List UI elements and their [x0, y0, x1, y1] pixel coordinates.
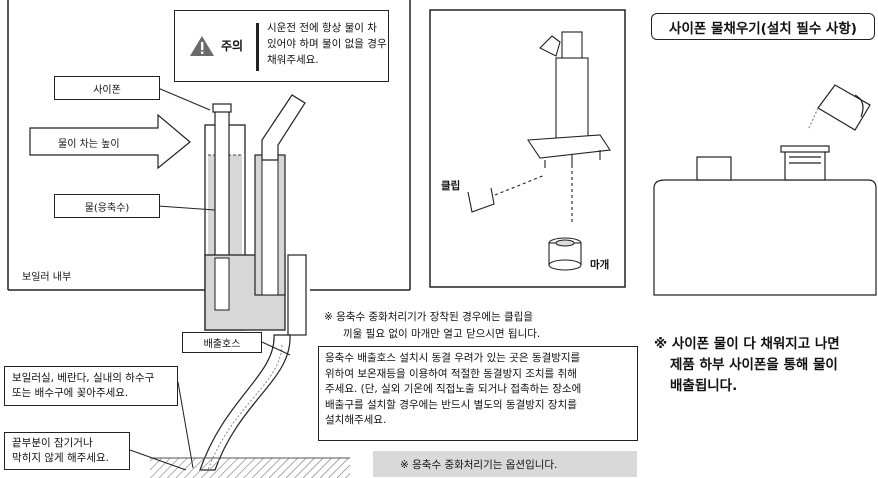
siphon-label: 사이폰 — [54, 76, 160, 100]
caution-divider — [256, 23, 259, 71]
neutralizer-note-line-2: 끼울 필요 없이 마개만 열고 닫으시면 됩니다. — [343, 328, 541, 340]
siphon-fill-note-line-3: 배출됩니다. — [670, 378, 738, 394]
boiler-top-figure — [653, 145, 877, 296]
antifreeze-line-5: 설치해주세요. — [325, 414, 387, 426]
drain-hose-label: 배출호스 — [182, 332, 262, 353]
water-level-label: 물이 차는 높이 — [58, 139, 120, 150]
end-note-line-2: 막히지 않게 해주세요. — [12, 452, 109, 464]
caution-box: 주의 시운전 전에 항상 물이 차 있어야 하며 물이 없을 경우 채워주세요. — [174, 10, 389, 82]
end-note-box: 끝부분이 잠기거나 막히지 않게 해주세요. — [4, 432, 130, 470]
caution-line-3: 채워주세요. — [267, 54, 319, 66]
siphon-fill-title: 사이폰 물채우기(설치 필수 사항) — [651, 13, 875, 40]
caution-line-2: 있어야 하며 물이 없을 경우 — [267, 38, 387, 50]
antifreeze-line-1: 응축수 배출호스 설치시 동결 우려가 있는 곳은 동결방지를 — [325, 352, 581, 364]
ground-hatch — [150, 457, 350, 478]
antifreeze-line-3: 주세요. (단, 실외 기온에 직접노출 되거나 접촉하는 장소에 — [325, 383, 582, 395]
siphon-assembly — [199, 94, 307, 471]
antifreeze-line-2: 위하여 보온재등을 이용하여 적절한 동결방지 조치를 취해 — [325, 367, 577, 380]
caution-title: 주의 — [221, 39, 244, 53]
boiler-outline — [7, 0, 411, 291]
exploded-siphon — [467, 31, 611, 271]
warning-icon — [190, 36, 214, 56]
boiler-inside-label: 보일러 내부 — [22, 272, 72, 283]
option-note-bg — [373, 451, 637, 477]
neutralizer-note-line-1: ※ 응축수 중화처리기가 장착된 경우에는 클립을 — [324, 311, 534, 323]
caution-line-1: 시운전 전에 항상 물이 차 — [267, 22, 377, 34]
antifreeze-note-box: 응축수 배출호스 설치시 동결 우려가 있는 곳은 동결방지를 위하여 보온재등… — [318, 346, 638, 441]
siphon-fill-note-line-1: ※ 사이폰 물이 다 채워지고 나면 — [654, 336, 840, 352]
drain-location-line-1: 보일러실, 베란다, 실내의 하수구 — [12, 372, 155, 384]
option-note: ※ 응축수 중화처리기는 옵션입니다. — [400, 459, 558, 471]
end-note-line-1: 끝부분이 잠기거나 — [12, 437, 93, 449]
drain-location-line-2: 또는 배수구에 꽂아주세요. — [12, 387, 129, 399]
condensate-label: 물(응축수) — [54, 194, 160, 218]
antifreeze-line-4: 배출구를 설치할 경우에는 반드시 별도의 동결방지 장치를 — [325, 398, 577, 411]
pitcher-icon — [807, 84, 871, 131]
cap-label: 마개 — [590, 259, 610, 271]
water-level-arrow — [29, 113, 191, 170]
clip-label: 클립 — [441, 180, 461, 192]
drain-location-box: 보일러실, 베란다, 실내의 하수구 또는 배수구에 꽂아주세요. — [4, 366, 178, 406]
siphon-fill-note-line-2: 제품 하부 사이폰을 통해 물이 — [670, 357, 838, 373]
